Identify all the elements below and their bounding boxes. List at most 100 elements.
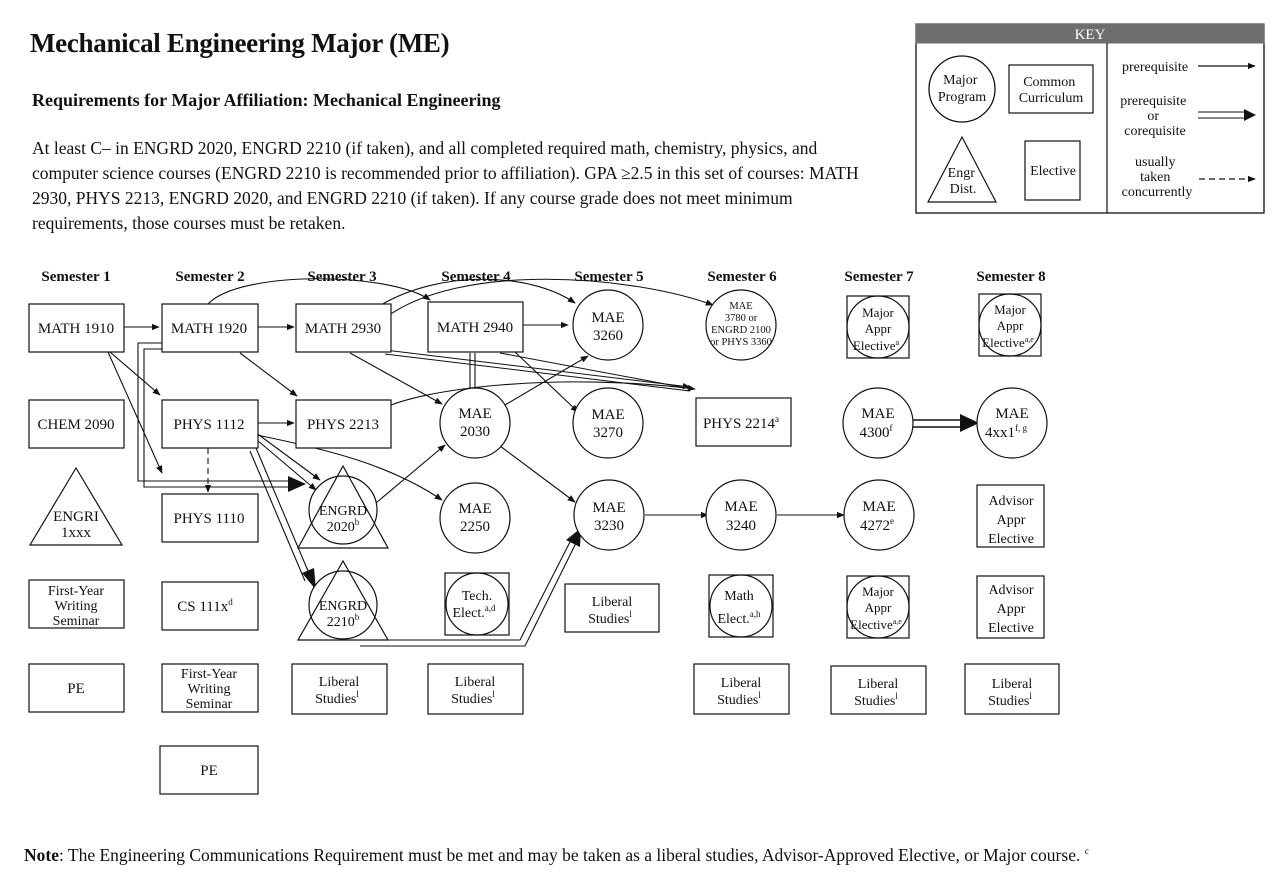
svg-text:PHYS 1112: PHYS 1112	[174, 417, 245, 433]
arrow-engrd2020-mae2030	[369, 444, 446, 509]
semester-headers: Semester 1 Semester 2 Semester 3 Semeste…	[41, 269, 1045, 285]
semester-3-header: Semester 3	[307, 269, 376, 285]
arrow-phys1112-engrd2020	[254, 431, 321, 481]
key-engr-dist-triangle	[927, 135, 997, 203]
affiliation-heading: Requirements for Major Affiliation: Mech…	[32, 90, 501, 110]
course-phys1112: PHYS 1112	[161, 399, 259, 449]
arrow-math1920-math2940	[207, 278, 431, 305]
key-prereq-or-coreq-arrow	[1198, 109, 1256, 121]
key-common-curriculum-box	[1008, 64, 1094, 114]
arrow-engrd2210-mae3230-coreq	[360, 528, 581, 647]
arrow-mae2030-mae3260	[504, 355, 589, 406]
arrow-math2930-mae3260	[380, 278, 576, 306]
note-text: : The Engineering Communications Require…	[58, 845, 1081, 865]
key-prerequisite-label: prerequisite	[1122, 60, 1188, 75]
arrow-math1910-phys1110	[107, 351, 163, 474]
arrow-math2930-phys2214	[384, 349, 691, 390]
svg-text:CS 111xd: CS 111xd	[177, 597, 233, 615]
key-engr-dist-label: Engr Dist.	[948, 166, 979, 197]
svg-text:CHEM 2090: CHEM 2090	[37, 417, 114, 433]
semester-4-header: Semester 4	[441, 269, 511, 285]
prerequisite-arrows	[107, 278, 979, 647]
arrow-math2940-phys2214	[499, 352, 693, 390]
note-label: Note	[24, 845, 59, 865]
arrow-phys1112-mae2250	[256, 434, 443, 501]
arrow-math2930-mae3780	[384, 278, 714, 319]
arrow-mae2030-mae3230	[499, 445, 576, 503]
course-math1920: MATH 1920	[161, 303, 259, 353]
key-major-program-circle	[928, 55, 996, 123]
semester-7-header: Semester 7	[844, 269, 914, 285]
key-elective-box	[1024, 140, 1081, 201]
course-pe-sem1: PE	[28, 663, 125, 713]
course-phys2214: PHYS 2214a	[695, 397, 792, 447]
course-math1910: MATH 1910	[28, 303, 125, 353]
semester-1-header: Semester 1	[41, 269, 110, 285]
svg-text:PHYS 2214a: PHYS 2214a	[703, 414, 779, 432]
page-title: Mechanical Engineering Major (ME)	[30, 28, 450, 58]
arrow-phys1112-engrd2210-coreq	[249, 447, 316, 590]
arrow-phys2213-phys2214	[379, 381, 696, 411]
svg-text:Tech.Elect.a,d: Tech.Elect.a,d	[452, 589, 496, 621]
semester-8-header: Semester 8	[976, 269, 1045, 285]
course-chem2090: CHEM 2090	[28, 399, 125, 449]
course-tech-elective: Tech.Elect.a,d	[444, 572, 510, 636]
note-sup: c	[1084, 846, 1089, 857]
key-common-curriculum-label: Common Curriculum	[1019, 75, 1084, 106]
course-phys1110: PHYS 1110	[161, 493, 259, 543]
course-cs111x: CS 111xd	[161, 581, 259, 631]
svg-text:PE: PE	[200, 763, 218, 779]
footer-note: Note: The Engineering Communications Req…	[24, 845, 1089, 866]
course-pe-sem2: PE	[159, 745, 259, 795]
key-usually-concurrent-label: usually taken concurrently	[1122, 155, 1193, 200]
key-legend: KEY Major Program Common Curriculum Engr…	[915, 23, 1265, 214]
svg-text:MATH 1920: MATH 1920	[171, 321, 247, 337]
key-header: KEY	[1075, 27, 1106, 43]
arrow-math2930-mae2030	[349, 352, 443, 405]
svg-text:PE: PE	[67, 681, 85, 697]
arrow-math1910-phys1112	[109, 351, 161, 396]
